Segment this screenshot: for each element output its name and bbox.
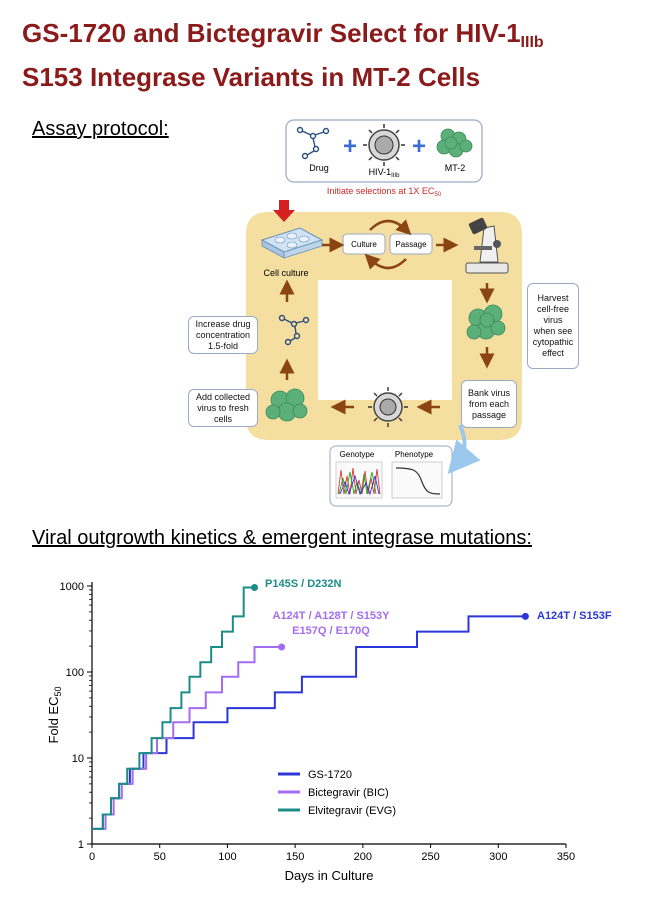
virus-icon — [363, 124, 405, 166]
cell-culture-label: Cell culture — [263, 268, 308, 278]
y-tick-label: 10 — [72, 753, 84, 765]
cycle-arrow-top — [369, 219, 412, 236]
bic-mutation-label: A124T / A128T / S153Y — [273, 610, 391, 622]
y-tick-label: 1 — [78, 839, 84, 851]
evg-mutation-label: P145S / D232N — [265, 578, 341, 590]
y-tick-label: 100 — [66, 667, 84, 679]
assay-protocol-diagram: Drug + HIV-1IIIb + MT-2 Initiate selecti… — [246, 119, 522, 507]
legend-label: GS-1720 — [308, 769, 352, 781]
drug-label: Drug — [309, 163, 329, 173]
series-endpoint-2 — [278, 643, 286, 651]
mt2-cells-icon — [436, 128, 473, 158]
x-axis-label: Days in Culture — [285, 868, 374, 883]
y-axis-label: Fold EC50 — [46, 687, 63, 744]
initiate-selection-text: Initiate selections at 1X EC50 — [327, 186, 442, 198]
passage-label: Passage — [395, 240, 427, 249]
x-tick-label: 250 — [421, 851, 439, 863]
x-tick-label: 300 — [489, 851, 507, 863]
x-tick-label: 50 — [154, 851, 166, 863]
title-line-2: S153 Integrase Variants in MT-2 Cells — [22, 62, 481, 92]
genotype-label: Genotype — [340, 450, 375, 459]
bic-mutation-label: E157Q / E170Q — [292, 625, 370, 637]
virus-icon — [368, 387, 408, 427]
x-tick-label: 200 — [354, 851, 372, 863]
chromatogram-icon — [335, 461, 383, 499]
drug-icon — [278, 314, 310, 346]
cell-culture-plate-icon — [260, 227, 324, 259]
outgrowth-heading: Viral outgrowth kinetics & emergent inte… — [32, 527, 532, 549]
x-tick-label: 0 — [89, 851, 95, 863]
series-endpoint-3 — [251, 584, 259, 592]
culture-label: Culture — [351, 240, 377, 249]
cycle-frame — [246, 212, 522, 440]
y-tick-label: 1000 — [60, 581, 84, 593]
series-endpoint-1 — [521, 612, 529, 620]
cycle-arrow-bottom — [364, 253, 407, 270]
plus-icon: + — [343, 133, 357, 160]
microscope-icon — [465, 217, 509, 274]
dose-response-icon — [391, 461, 443, 499]
series-line-3 — [92, 586, 255, 830]
gs1720-mutation-label: A124T / S153F — [537, 610, 612, 622]
plus-icon: + — [412, 133, 426, 160]
x-tick-label: 100 — [218, 851, 236, 863]
page-title: GS-1720 and Bictegravir Select for HIV-1… — [22, 16, 652, 94]
fresh-cells-icon — [265, 388, 308, 422]
mt2-label: MT-2 — [445, 163, 466, 173]
legend-label: Bictegravir (BIC) — [308, 787, 389, 799]
drug-icon — [296, 126, 330, 160]
x-tick-label: 350 — [557, 851, 575, 863]
to-analysis-arrow — [447, 424, 481, 475]
virus-label: HIV-1IIIb — [369, 167, 401, 179]
x-tick-label: 150 — [286, 851, 304, 863]
legend-label: Elvitegravir (EVG) — [308, 805, 396, 817]
assay-protocol-heading: Assay protocol: — [32, 118, 169, 140]
title-line-1: GS-1720 and Bictegravir Select for HIV-1… — [22, 18, 544, 51]
phenotype-label: Phenotype — [395, 450, 434, 459]
start-arrow-icon — [273, 200, 295, 222]
harvested-virus-icon — [466, 304, 506, 340]
